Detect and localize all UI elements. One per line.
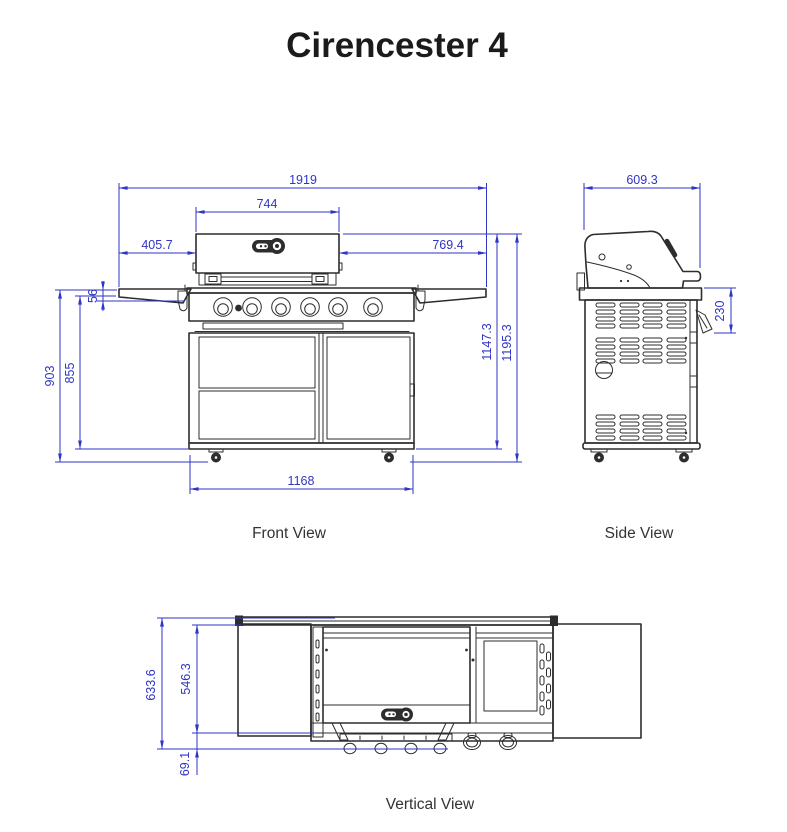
door-hinge <box>409 383 415 397</box>
dim-panel-band: 56 <box>86 289 100 303</box>
vertical-view-caption: Vertical View <box>386 796 475 813</box>
side-view-dimension-labels: 609.3 230 <box>626 173 727 321</box>
side-cart-body <box>584 299 713 444</box>
side-bracket <box>695 309 713 334</box>
lid-hinge-mark <box>664 238 678 258</box>
dim-hood-section: 230 <box>713 301 727 322</box>
dim-cart-width: 1168 <box>288 474 315 488</box>
front-caster-right <box>381 448 397 463</box>
ignition-button <box>235 304 242 312</box>
dim-overall-depth: 609.3 <box>626 173 657 187</box>
side-burner-recess <box>483 640 538 712</box>
front-view-caption: Front View <box>252 525 327 542</box>
dim-overall-height: 1195.3 <box>500 324 514 361</box>
vertical-view-dimension-lines <box>157 617 448 775</box>
gas-port <box>595 361 613 379</box>
front-right-shelf <box>411 284 487 312</box>
front-temperature-gauge <box>252 238 285 254</box>
cabinet <box>188 332 415 450</box>
top-knobs-row <box>343 732 517 755</box>
front-lid-handle <box>204 273 329 285</box>
dim-knob-protrusion: 69.1 <box>178 752 192 776</box>
grease-tray <box>194 322 410 332</box>
side-view-caption: Side View <box>605 525 674 542</box>
dim-top-body-depth: 546.3 <box>179 663 193 694</box>
side-caster-right <box>675 448 693 463</box>
dim-top-overall-depth: 633.6 <box>144 669 158 700</box>
control-panel <box>188 292 415 322</box>
side-caster-left <box>590 448 608 463</box>
cart-base-frame <box>188 442 415 450</box>
side-shelf-edge <box>576 272 585 291</box>
dim-height-no-casters: 1147.3 <box>480 323 494 360</box>
dim-lid-left-offset: 405.7 <box>141 238 172 252</box>
front-view-dimension-lines <box>55 183 522 494</box>
front-caster-left <box>208 448 224 463</box>
dim-overall-width: 1919 <box>289 173 317 187</box>
front-view-dimension-labels: 1919 744 405.7 769.4 56 903 855 1147.3 1… <box>43 173 514 488</box>
cabinet-door <box>326 336 411 440</box>
vent-louvers <box>595 302 687 441</box>
dim-lid-right-offset: 769.4 <box>432 238 463 252</box>
side-base-frame <box>582 442 701 450</box>
top-left-shelf <box>237 623 312 737</box>
dim-worktop-height: 903 <box>43 366 57 387</box>
dim-body-height: 855 <box>63 363 77 384</box>
top-front-fascia <box>331 722 455 742</box>
vertical-view-dimension-labels: 633.6 546.3 69.1 <box>144 663 193 776</box>
top-right-shelf <box>552 623 642 739</box>
top-temperature-gauge <box>381 707 413 722</box>
dim-lid-width: 744 <box>257 197 278 211</box>
drawer-bottom <box>198 390 316 440</box>
front-view-drawing <box>118 233 487 463</box>
side-cart-top <box>578 287 703 301</box>
page-title: Cirencester 4 <box>286 26 508 65</box>
drawer-top <box>198 336 316 389</box>
burner-knobs-row <box>213 297 383 317</box>
side-lid-profile <box>584 230 702 289</box>
side-view-dimension-lines <box>583 183 736 334</box>
side-view-drawing <box>576 230 713 463</box>
top-side-burner <box>471 626 554 724</box>
front-left-shelf <box>118 284 192 312</box>
top-lid <box>312 626 471 738</box>
